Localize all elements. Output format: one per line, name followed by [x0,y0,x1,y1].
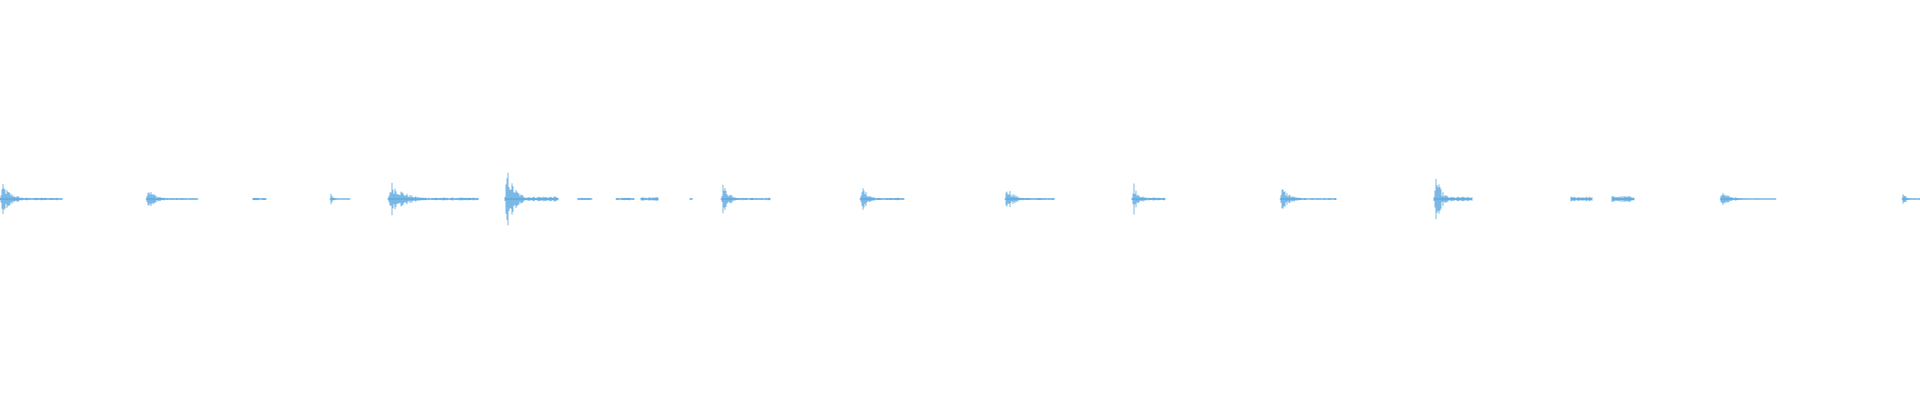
waveform-samples [1901,194,1920,204]
waveform-samples [387,182,479,216]
waveform-segment [720,184,771,214]
waveform-samples [329,193,351,205]
waveform-segment [1279,189,1337,209]
waveform-samples [615,197,635,201]
waveform-samples [720,184,771,214]
waveform-segment [640,197,659,201]
waveform-samples [689,198,693,200]
waveform-group [0,172,1920,226]
waveform-samples [1570,196,1593,202]
waveform-samples [577,197,593,201]
waveform-samples [640,197,659,201]
waveform-samples [1279,189,1337,209]
waveform-samples [1611,196,1635,202]
waveform-samples [0,184,63,214]
waveform-segment [1719,193,1777,205]
waveform-segment [1433,178,1473,220]
waveform-segment [859,188,905,210]
waveform-segment [252,197,267,201]
waveform-segment [0,184,63,214]
waveform-samples [1433,178,1473,220]
waveform-segment [387,182,479,216]
waveform-segment [1570,196,1593,202]
waveform-samples [252,197,267,201]
waveform-samples [145,191,199,207]
waveform-segment [504,172,559,226]
waveform-segment [1901,194,1920,204]
waveform-segment [689,198,693,200]
waveform-segment [577,197,593,201]
waveform-segment [145,191,199,207]
waveform-samples [1004,190,1055,208]
waveform-segment [1004,190,1055,208]
waveform-samples [1719,193,1777,205]
waveform-segment [1611,196,1635,202]
waveform-segment [615,197,635,201]
waveform-segment [1131,183,1166,215]
waveform-samples [859,188,905,210]
waveform-segment [329,193,351,205]
waveform-samples [1131,183,1166,215]
waveform-samples [504,172,559,226]
